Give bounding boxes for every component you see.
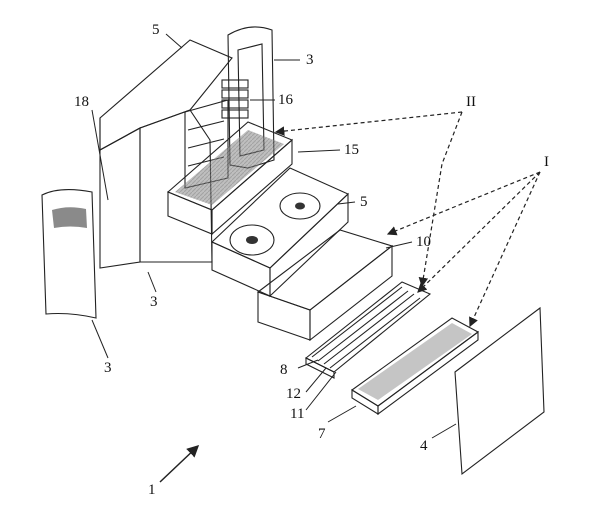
module-stack-16 (221, 79, 249, 119)
label-3-housing: 3 (150, 294, 158, 310)
label-3-front: 3 (104, 360, 112, 376)
fan-icon (279, 192, 321, 220)
main-housing (99, 39, 233, 269)
label-18: 18 (74, 94, 89, 110)
label-3-top: 3 (306, 52, 314, 68)
leader-lines (91, 33, 457, 439)
label-1: 1 (148, 482, 156, 498)
front-panel (41, 189, 97, 319)
fan-module-5 (211, 167, 349, 298)
tray-7 (351, 317, 480, 416)
label-8: 8 (280, 362, 288, 378)
tray-15 (166, 121, 294, 236)
label-5-top: 5 (152, 22, 160, 38)
label-4: 4 (420, 438, 428, 454)
label-11: 11 (290, 406, 304, 422)
frame-8 (304, 281, 432, 379)
label-II: II (466, 94, 476, 110)
label-16: 16 (278, 92, 294, 108)
label-5-fan: 5 (360, 194, 368, 210)
label-15: 15 (344, 142, 359, 158)
rear-panel-4 (454, 306, 545, 476)
label-7: 7 (318, 426, 326, 442)
label-10: 10 (416, 234, 431, 250)
reference-labels: 5 3 16 18 II 15 I 5 10 3 3 8 12 11 7 4 1 (74, 22, 549, 498)
fan-icon (229, 224, 275, 256)
filter-10 (256, 229, 394, 342)
group-arrows (274, 111, 541, 328)
figure-arrow (159, 444, 200, 483)
label-12: 12 (286, 386, 301, 402)
label-I: I (544, 154, 549, 170)
